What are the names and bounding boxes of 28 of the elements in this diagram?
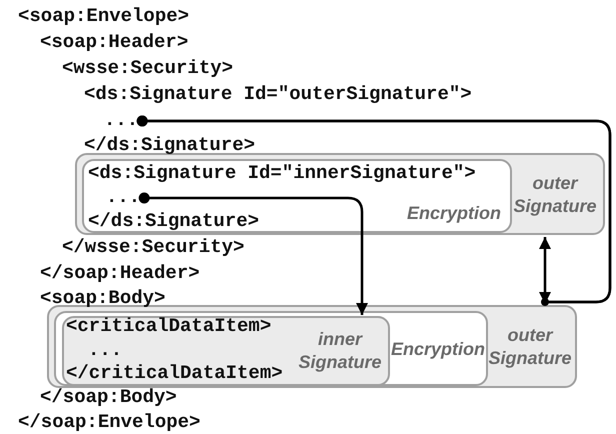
code-line: <ds:Signature Id="innerSignature"> [88,161,476,185]
region-label: outer Signature [487,324,572,370]
encryption-region [54,311,488,386]
region-label: Encryption [406,202,502,225]
encryption-region [82,159,512,233]
code-line: </soap:Body> [40,385,177,409]
code-line: <soap:Body> [40,286,166,310]
arrow [138,192,368,315]
signature-region [75,153,605,235]
code-line: ... [88,338,122,362]
code-line: <ds:Signature Id="outerSignature"> [84,82,472,106]
code-line: </criticalDataItem> [66,361,283,385]
code-line: <soap:Envelope> [18,4,190,28]
code-line: <criticalDataItem> [66,314,272,338]
region-label: Encryption [390,338,486,361]
code-line: </ds:Signature> [84,133,256,157]
code-line: <soap:Header> [40,30,188,54]
code-line: </soap:Header> [40,261,200,285]
signature-region [62,316,390,386]
code-line: </wsse:Security> [62,235,244,259]
code-line: <wsse:Security> [62,56,234,80]
region-label: outer Signature [512,172,598,218]
code-line: ... [106,185,140,209]
signature-region [47,305,577,388]
code-line: </soap:Envelope> [18,410,200,434]
region-label: inner Signature [297,328,382,374]
code-line: </ds:Signature> [88,209,260,233]
code-line: ... [104,108,138,132]
